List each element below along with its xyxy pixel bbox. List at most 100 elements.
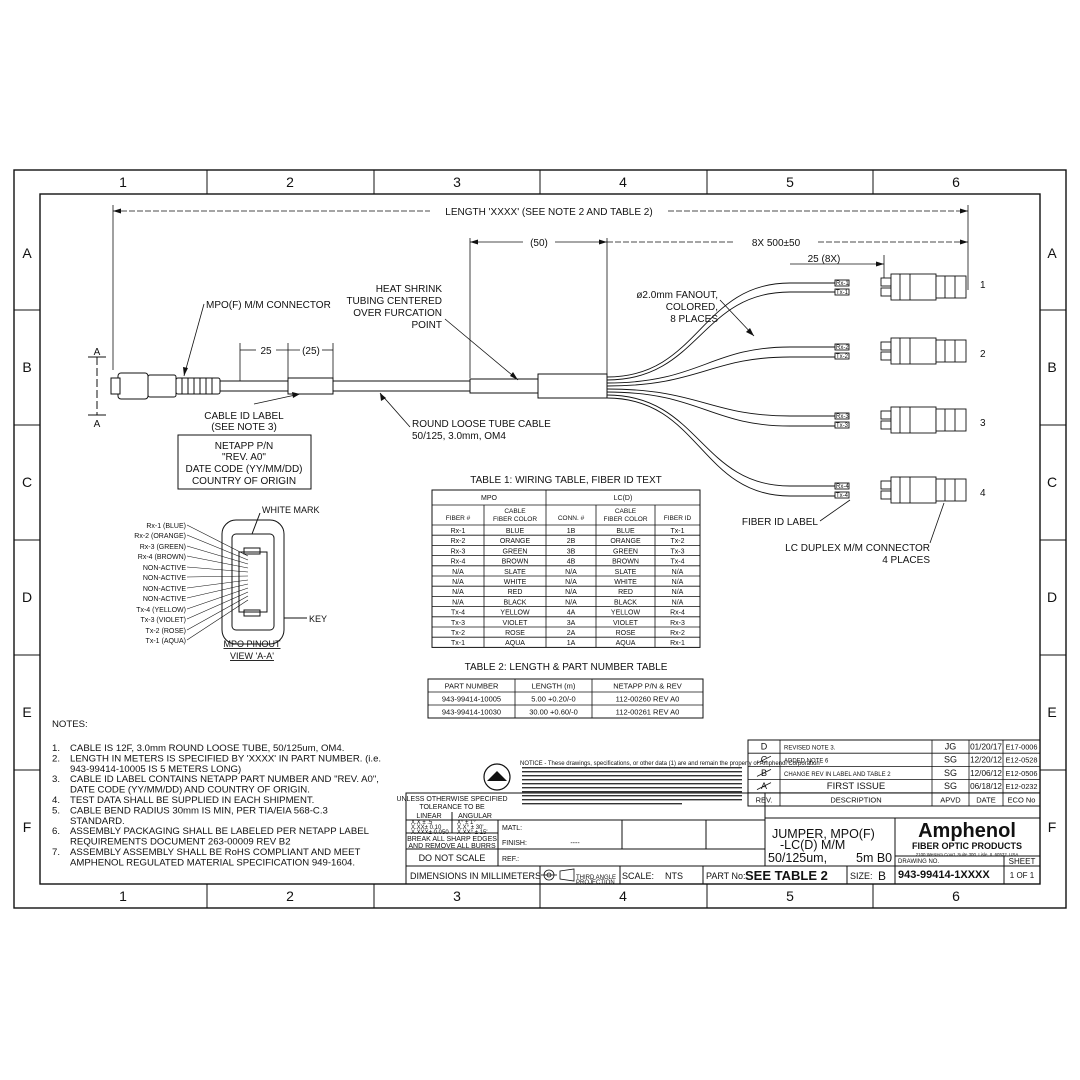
revision-approver: SG <box>944 768 957 778</box>
table1-header: CONN. # <box>558 515 585 522</box>
table1-cell: WHITE <box>504 579 527 586</box>
scale-value: NTS <box>665 871 683 881</box>
table1-cell: N/A <box>672 599 684 606</box>
pinout-fiber-8: NON-ACTIVE <box>143 596 187 603</box>
lc-connector-callout-2: 4 PLACES <box>882 555 930 566</box>
label-line-4: COUNTRY OF ORIGIN <box>192 476 296 487</box>
table1-cell: BROWN <box>502 559 529 566</box>
note-text: AMPHENOL REGULATED MATERIAL SPECIFICATIO… <box>70 857 355 868</box>
heat-shrink-callout-4: POINT <box>411 320 442 331</box>
zone-row-e-right: E <box>1047 704 1056 720</box>
pinout-fiber-1: Rx-1 (BLUE) <box>146 523 186 530</box>
note-text: ASSEMBLY ASSEMBLY SHALL BE RoHS COMPLIAN… <box>70 847 361 858</box>
pinout-fiber-4: Rx-4 (BROWN) <box>138 554 186 561</box>
revision-date: 01/20/17 <box>970 743 1002 752</box>
heat-shrink-callout-2: TUBING CENTERED <box>346 296 442 307</box>
leg-tag-3a: Rx-3 <box>836 414 849 420</box>
fiber-id-label-callout: FIBER ID LABEL <box>742 517 819 528</box>
lc-connector-callout-1: LC DUPLEX M/M CONNECTOR <box>785 543 930 554</box>
leg-number-2: 2 <box>980 349 986 360</box>
fanout-callout-3: 8 PLACES <box>670 314 718 325</box>
break-edges-1: BREAK ALL SHARP EDGES <box>407 836 497 843</box>
table1-title: TABLE 1: WIRING TABLE, FIBER ID TEXT <box>470 475 662 486</box>
table1-header: FIBER ID <box>664 515 692 522</box>
table1-cell: 4A <box>567 610 576 617</box>
table1-cell: N/A <box>452 569 464 576</box>
leader-arrows <box>183 328 754 401</box>
zone-col-4-bottom: 4 <box>619 888 627 904</box>
table1-cell: ORANGE <box>500 538 531 545</box>
pinout-fiber-7: NON-ACTIVE <box>143 586 187 593</box>
fanout-length-dimension: 8X 500±50 <box>752 238 801 249</box>
sheet-value: 1 OF 1 <box>1010 871 1035 880</box>
pinout-fiber-6: NON-ACTIVE <box>143 575 187 582</box>
leg-tag-4b: Tx-4 <box>836 493 849 499</box>
table1-cell: Rx-3 <box>670 620 685 627</box>
table1-cell: BLUE <box>616 528 635 535</box>
scale-label: SCALE: <box>622 871 654 881</box>
table2-header: NETAPP P/N & REV <box>613 682 682 691</box>
table1-cell: Rx-2 <box>670 630 685 637</box>
cable-id-callout-2: (SEE NOTE 3) <box>211 422 277 433</box>
leg-tag-3b: Tx-3 <box>836 423 849 429</box>
zone-col-3-bottom: 3 <box>453 888 461 904</box>
table1-cell: RED <box>618 589 633 596</box>
projection-line-2: PROJECTION <box>576 880 615 886</box>
tol-linear-2: X.XX± 0.10 <box>411 825 442 831</box>
note-text: ASSEMBLY PACKAGING SHALL BE LABELED PER … <box>70 826 370 837</box>
drawing-no-label: DRAWING NO. <box>898 859 939 865</box>
do-not-scale: DO NOT SCALE <box>419 853 486 863</box>
table1-cell: AQUA <box>616 640 636 647</box>
leg-number-1: 1 <box>980 280 986 291</box>
table1-cell: ROSE <box>505 630 525 637</box>
table1-cell: N/A <box>565 599 577 606</box>
linear-label: LINEAR <box>416 813 441 820</box>
table1-cell: Tx-3 <box>671 548 685 555</box>
revision-header: DESCRIPTION <box>830 795 881 804</box>
revision-eco: E12-0528 <box>1005 756 1037 765</box>
table1-cell: BLUE <box>506 528 525 535</box>
finish-value: ---- <box>570 840 580 847</box>
zone-row-b-right: B <box>1047 359 1056 375</box>
table2-frame <box>427 678 704 719</box>
pinout-fiber-2: Rx-2 (ORANGE) <box>134 533 186 540</box>
lc-connectors <box>834 273 967 504</box>
revision-eco: E12-0232 <box>1005 782 1037 791</box>
note-number: 5. <box>52 805 60 816</box>
table1-group-lc: LC(D) <box>614 495 633 502</box>
leg-number-4: 4 <box>980 488 986 499</box>
note-number: 6. <box>52 826 60 837</box>
leg-tag-1b: Tx-1 <box>836 290 849 296</box>
table1-cell: 2A <box>567 630 576 637</box>
table1-cell: YELLOW <box>611 610 641 617</box>
revision-header: REV. <box>756 795 773 804</box>
table1-cell: Rx-4 <box>451 559 466 566</box>
label-line-1: NETAPP P/N <box>215 441 274 452</box>
round-cable-callout-1: ROUND LOOSE TUBE CABLE <box>412 419 551 430</box>
revision-frame <box>747 739 1041 807</box>
projection-line-1: THIRD ANGLE <box>576 875 616 881</box>
zone-row-d-right: D <box>1047 589 1057 605</box>
heat-shrink-callout-3: OVER FURCATION <box>353 308 442 319</box>
revision-approver: SG <box>944 755 957 765</box>
revision-approver: JG <box>945 742 957 752</box>
tol-angular-3: X.XX° ± 15' <box>457 830 488 836</box>
fanout-legs <box>606 282 840 497</box>
zone-grid <box>14 170 1066 908</box>
note-text: TEST DATA SHALL BE SUPPLIED IN EACH SHIP… <box>70 795 314 806</box>
company-division: FIBER OPTIC PRODUCTS <box>912 841 1022 851</box>
part-no-label: PART No: <box>706 871 746 881</box>
pinout-fiber-9: Tx-4 (YELLOW) <box>136 607 186 614</box>
title-line-1: JUMPER, MPO(F) <box>772 827 875 841</box>
pinout-fiber-5: NON-ACTIVE <box>143 565 187 572</box>
zone-row-c-right: C <box>1047 474 1057 490</box>
drawing-title: JUMPER, MPO(F) -LC(D) M/M 50/125um, 5m B… <box>768 827 892 865</box>
proprietary-notice <box>522 767 742 805</box>
leg-tags: Rx-1 Tx-1 Rx-2 Tx-2 Rx-3 Tx-3 Rx-4 Tx-4 <box>836 281 849 499</box>
leader-lines <box>183 299 945 544</box>
leg-tag-4a: Rx-4 <box>836 484 849 490</box>
table1-cell: WHITE <box>614 579 637 586</box>
